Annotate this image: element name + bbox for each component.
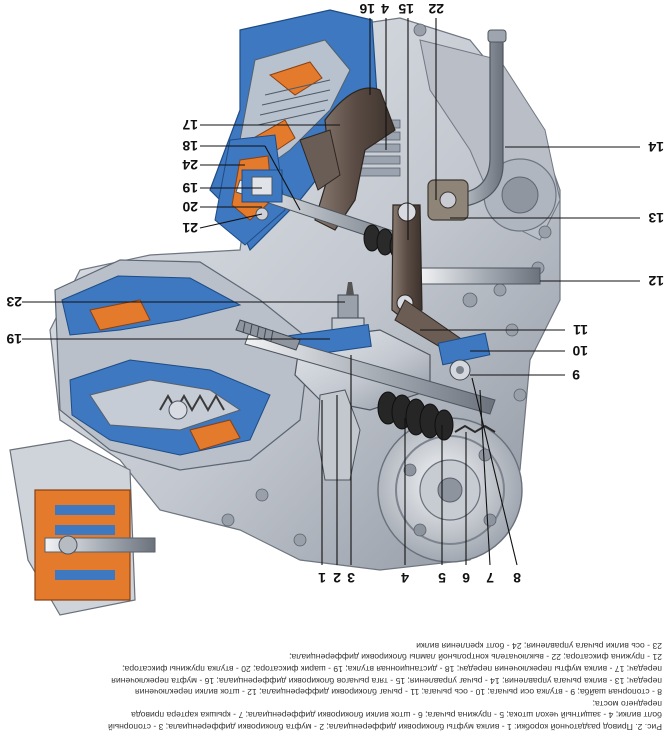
caption-line: 8 - стопорная шайба; 9 - втулка оси рыча… <box>135 687 662 698</box>
lower-cutaway <box>54 259 311 471</box>
callout-21: 21 <box>182 220 198 236</box>
callout-19-lower: 19 <box>6 331 22 347</box>
diff-lock-assembly <box>235 282 496 481</box>
callout-12: 12 <box>648 273 664 289</box>
callout-4-top: 4 <box>381 1 389 17</box>
shift-fork <box>299 87 396 231</box>
callout-9: 9 <box>572 367 580 383</box>
callout-14: 14 <box>648 139 664 155</box>
callout-22: 23 <box>6 294 22 310</box>
caption-line: 23 - ось вилки рычага управления; 24 - б… <box>416 640 662 651</box>
callout-18: 18 <box>182 138 198 154</box>
leader-lines <box>22 18 640 566</box>
callout-15: 15 <box>398 1 414 17</box>
callout-17: 17 <box>182 117 198 133</box>
caption-line: 21 - пружина фиксатора; 22 - выключатель… <box>289 652 662 663</box>
callout-2: 2 <box>333 570 341 586</box>
callout-4-bottom: 4 <box>401 570 409 586</box>
control-lever <box>419 29 541 285</box>
caption-line: болт вилки; 4 - защитный чехол штока; 5 … <box>131 710 662 721</box>
callout-3: 3 <box>347 570 355 586</box>
callout-8: 8 <box>513 570 521 586</box>
callout-10: 10 <box>572 343 588 359</box>
callout-6: 6 <box>462 570 470 586</box>
callout-23: 22 <box>428 1 444 17</box>
callout-24: 24 <box>182 157 198 173</box>
callout-11: 11 <box>573 322 588 338</box>
callout-20: 20 <box>182 199 198 215</box>
callout-19-upper: 19 <box>182 180 198 196</box>
callout-1: 1 <box>318 570 326 586</box>
caption-line: Рис. 2. Привод раздаточной коробки: 1 - … <box>108 722 662 732</box>
caption-line: передач; 17 - вилка муфты переключения п… <box>122 664 662 675</box>
mount-bracket <box>9 439 156 616</box>
caption-line: переднего моста; <box>592 698 662 709</box>
figure-caption: Рис. 2. Привод раздаточной коробки: 1 - … <box>0 622 670 734</box>
callout-16: 16 <box>359 1 375 17</box>
callout-7: 7 <box>486 570 494 586</box>
caption-line: передач; 13 - вилка рычага управления; 1… <box>111 675 662 686</box>
callout-5: 5 <box>438 570 446 586</box>
callout-labels: 16 4 15 22 17 18 24 19 20 21 23 19 14 13… <box>6 1 664 586</box>
callout-13: 13 <box>648 210 664 226</box>
